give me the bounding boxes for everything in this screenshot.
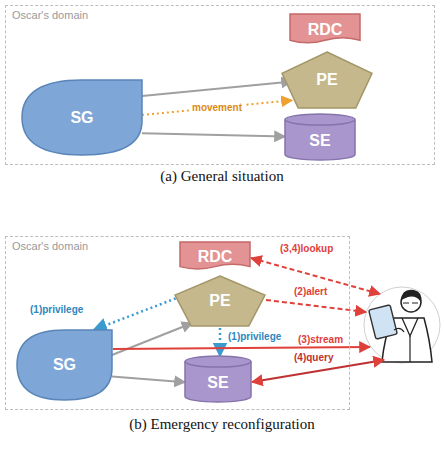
component-name: RDC	[198, 248, 233, 266]
pe-pentagon: PE	[282, 52, 372, 108]
data-link	[142, 81, 292, 96]
privilege-flow	[142, 100, 292, 115]
data-link	[112, 323, 192, 355]
domain-region: Oscar's domainRDC PE SG SE	[5, 5, 435, 165]
rdc-box: RDC	[180, 242, 250, 272]
pe-pentagon: PE	[175, 276, 265, 326]
step-label: (3,4)lookup	[278, 243, 335, 255]
component-name: SE	[207, 366, 228, 392]
se-cylinder: SE	[185, 356, 251, 402]
se-cylinder: SE	[285, 114, 355, 160]
component-name: RDC	[308, 21, 343, 39]
data-link	[112, 376, 185, 382]
edge-label: movement	[190, 102, 244, 114]
region-title: Oscar's domain	[12, 9, 88, 21]
privilege-flow	[219, 323, 222, 356]
doctor-illustration	[364, 287, 440, 363]
privilege-flow	[94, 295, 185, 330]
edge-label: (1)privilege	[28, 304, 85, 316]
edge-label: (1)privilege	[226, 331, 283, 343]
component-name: SG	[53, 356, 76, 374]
step-label: (3)stream	[296, 334, 345, 346]
figure-caption: (a) General situation	[160, 168, 283, 185]
component-name: SG	[70, 109, 93, 127]
step-label: (2)alert	[292, 286, 329, 298]
component-name: PE	[316, 71, 337, 89]
sg-shape: SG	[17, 330, 112, 400]
rdc-box: RDC	[290, 14, 360, 46]
region-title: Oscar's domain	[12, 240, 88, 252]
component-name: PE	[209, 292, 230, 310]
lookup-line	[251, 258, 380, 294]
step-label: (4)query	[292, 352, 335, 364]
query-line	[252, 360, 384, 382]
figure-caption: (b) Emergency reconfiguration	[129, 416, 314, 433]
stream-line	[113, 347, 370, 349]
alert-line	[266, 300, 366, 312]
sg-shape: SG	[22, 80, 142, 155]
component-name: SE	[309, 124, 330, 150]
domain-region: Oscar's domainRDC PE SG SE	[5, 236, 350, 410]
data-link	[142, 133, 285, 136]
